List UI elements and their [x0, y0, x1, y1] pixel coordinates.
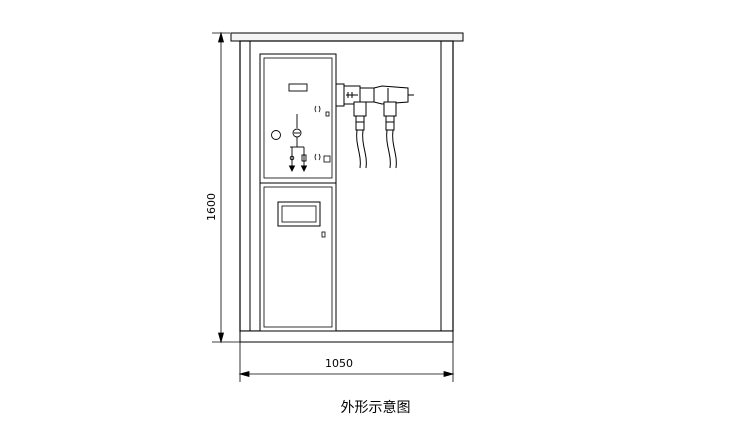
cabinet-base [239, 330, 454, 343]
cable-left-inner [362, 129, 367, 169]
height-dimension [212, 31, 240, 344]
cable-right-inner [392, 129, 397, 169]
cable-left-outer [356, 129, 361, 169]
nameplate-window [281, 205, 317, 223]
latch-upper [325, 111, 330, 117]
figure-caption: 外形示意图 [340, 400, 411, 416]
width-label: 1050 [325, 357, 353, 370]
cable-terminals [335, 83, 414, 131]
latch-lower [323, 155, 331, 163]
roof-cover [230, 32, 464, 42]
cable-right-outer [386, 129, 391, 169]
door-handle [321, 231, 326, 238]
mimic-diagram [288, 114, 308, 173]
lock-slot-lower [314, 153, 321, 161]
indicator-window [288, 83, 308, 92]
lock-slot-upper [314, 105, 321, 113]
height-label: 1600 [205, 193, 218, 221]
width-dimension [238, 342, 455, 382]
operation-knob-icon [271, 130, 281, 140]
switchgear-upper-panel [263, 57, 333, 179]
